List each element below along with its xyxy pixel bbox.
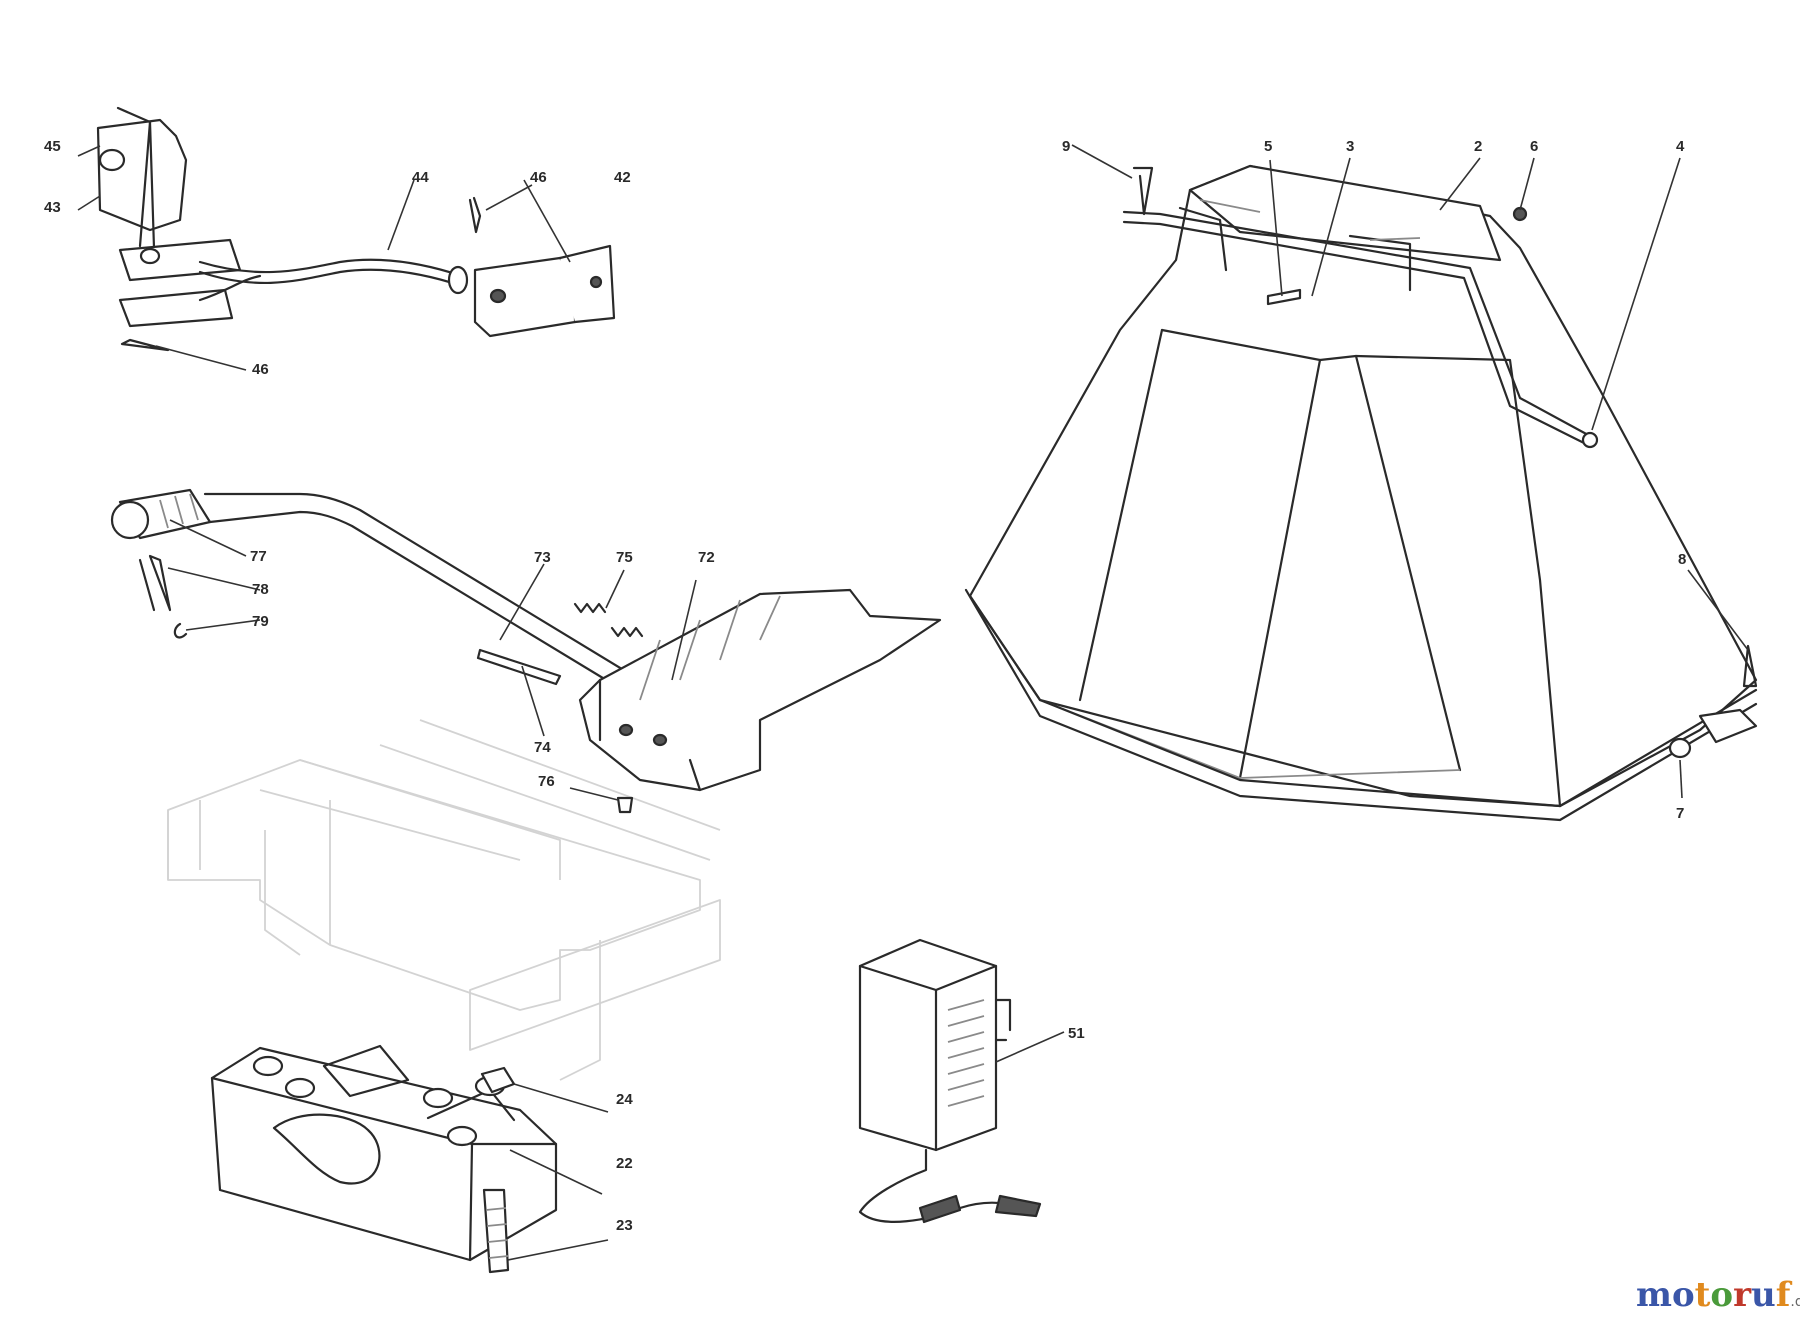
watermark-text: motoruf.de: [1636, 1275, 1800, 1315]
ballast-weight-assembly: [210, 1044, 558, 1274]
motoruf-watermark: motoruf.de: [1636, 1275, 1800, 1315]
grass-catcher-assembly: [964, 164, 1758, 822]
callout-23: 23: [616, 1217, 633, 1234]
watermark-suffix: .de: [1790, 1294, 1800, 1310]
watermark-letter: f: [1776, 1275, 1793, 1315]
lever-assembly: [110, 488, 942, 814]
callout-5: 5: [1264, 138, 1272, 155]
callout-3: 3: [1346, 138, 1354, 155]
callout-44: 44: [412, 169, 429, 186]
battery-charger: [858, 938, 1042, 1224]
watermark-letter: r: [1733, 1275, 1752, 1315]
callout-22: 22: [616, 1155, 633, 1172]
callout-78: 78: [252, 581, 269, 598]
hitch-assembly: [96, 106, 616, 352]
callout-7: 7: [1676, 805, 1684, 822]
callout-4: 4: [1676, 138, 1685, 155]
watermark-letter: m: [1636, 1275, 1672, 1315]
callout-numbers: 45 43 44 46 42 46 9 5 3 2 6 4 8 7 77 78 …: [44, 138, 1686, 1234]
callout-8: 8: [1678, 551, 1686, 568]
callout-74: 74: [534, 739, 551, 756]
watermark-letter: o: [1710, 1275, 1733, 1315]
callout-73: 73: [534, 549, 551, 566]
leader-lines: [77, 144, 1749, 1261]
callout-77: 77: [250, 548, 267, 565]
callout-2: 2: [1474, 138, 1482, 155]
callout-76: 76: [538, 773, 555, 790]
callout-51: 51: [1068, 1025, 1085, 1042]
callout-75: 75: [616, 549, 633, 566]
callout-72: 72: [698, 549, 715, 566]
callout-46-top: 46: [530, 169, 547, 186]
watermark-letter: u: [1751, 1275, 1776, 1315]
mower-frame-ghost: [167, 719, 721, 1081]
watermark-letter: t: [1695, 1275, 1711, 1315]
callout-24: 24: [616, 1091, 633, 1108]
callout-79: 79: [252, 613, 269, 630]
callout-9: 9: [1062, 138, 1070, 155]
callout-6: 6: [1530, 138, 1538, 155]
watermark-letter: o: [1672, 1275, 1695, 1315]
callout-45: 45: [44, 138, 61, 155]
callout-43: 43: [44, 199, 61, 216]
callout-42: 42: [614, 169, 631, 186]
callout-46-bottom: 46: [252, 361, 269, 378]
